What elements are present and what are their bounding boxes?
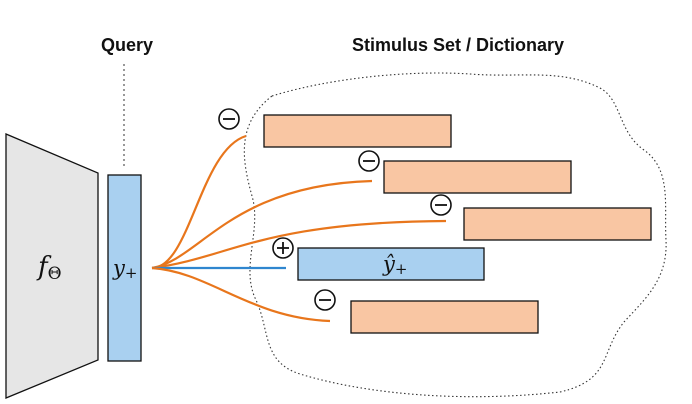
- negative-key-3: [463, 207, 652, 241]
- encoder-trapezoid: [5, 133, 99, 399]
- dictionary-heading: Stimulus Set / Dictionary: [352, 35, 564, 55]
- minus-icon: [218, 108, 240, 130]
- query-vector-label: y+: [112, 256, 137, 282]
- minus-icon: [358, 150, 380, 172]
- negative-link-1: [151, 134, 247, 270]
- positive-key: [297, 247, 485, 281]
- dictionary-cloud-outline: [243, 72, 667, 398]
- positive-key-subscript: +: [395, 260, 408, 278]
- positive-key-label: ŷ+: [382, 252, 407, 278]
- minus-icon: [430, 194, 452, 216]
- negative-link-3: [151, 219, 447, 270]
- query-symbol: y: [112, 256, 126, 280]
- negative-link-4: [151, 266, 331, 323]
- minus-icon: [314, 289, 336, 311]
- query-vector: [107, 174, 142, 362]
- negative-key-1: [263, 114, 452, 148]
- query-subscript: +: [125, 264, 138, 282]
- negative-link-2: [151, 179, 373, 270]
- query-heading: Query: [101, 35, 153, 55]
- plus-icon: [272, 237, 294, 259]
- positive-key-symbol: ŷ: [382, 252, 396, 276]
- encoder-subscript: Θ: [48, 264, 62, 284]
- negative-key-2: [383, 160, 572, 194]
- negative-key-4: [350, 300, 539, 334]
